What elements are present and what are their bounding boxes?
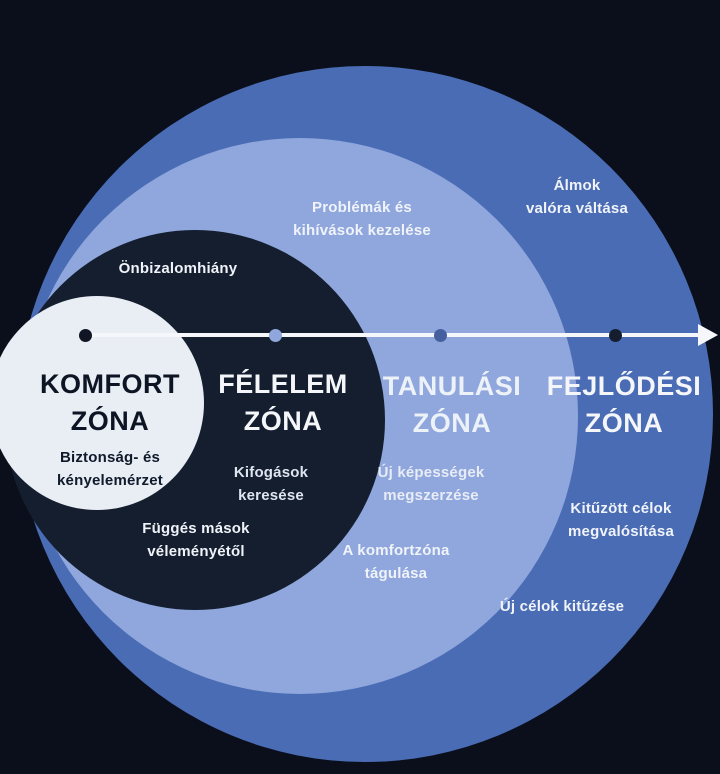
fear-zone-note-self-doubt: Önbizalomhiány [118,260,238,277]
fear-zone-dot [269,329,282,342]
learning-zone-title: TANULÁSI ZÓNA [352,368,552,442]
learning-zone-note-problems: Problémák és kihívások kezelése [293,199,431,239]
growth-zone-title-line2: ZÓNA [584,408,664,438]
fear-zone-title-line1: FÉLELEM [218,369,348,399]
progress-arrow-line [85,333,702,337]
fear-zone-note-dependence: Függés mások véleményétől [142,520,250,560]
growth-zone-title-line1: FEJLŐDÉSI [546,371,702,401]
comfort-zone-title-line1: KOMFORT [40,369,180,399]
learning-zone-note-expansion: A komfortzóna tágulása [342,542,450,582]
learning-zone-note-skills: Új képességek megszerzése [377,464,485,504]
learning-zone-title-line1: TANULÁSI [382,371,522,401]
growth-zone-note-new-goals: Új célok kitűzése [499,598,625,615]
learning-zone-dot [434,329,447,342]
comfort-zone-title-line2: ZÓNA [70,406,150,436]
comfort-zone-dot [79,329,92,342]
growth-zone-note-dreams: Álmok valóra váltása [525,177,629,217]
growth-zone-dot [609,329,622,342]
fear-zone-note-excuses: Kifogások keresése [233,464,309,504]
growth-zone-title: FEJLŐDÉSI ZÓNA [524,368,720,442]
comfort-zone-circle [0,296,204,510]
comfort-zone-note: Biztonság- és kényelemérzet [57,449,163,489]
fear-zone-title-line2: ZÓNA [243,406,323,436]
progress-arrow-head-icon [698,324,718,346]
comfort-zone-title: KOMFORT ZÓNA [10,366,210,440]
learning-zone-title-line2: ZÓNA [412,408,492,438]
fear-zone-title: FÉLELEM ZÓNA [183,366,383,440]
growth-zone-note-goals: Kitűzött célok megvalósítása [568,500,674,540]
